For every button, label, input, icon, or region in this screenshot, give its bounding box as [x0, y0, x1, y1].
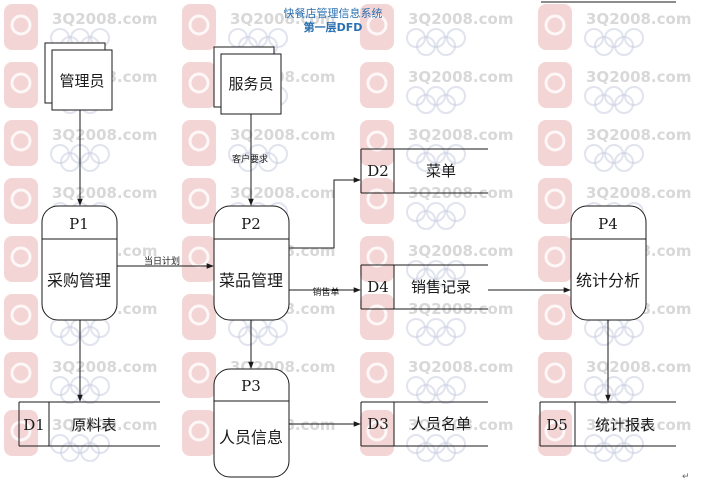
watermark-tile: 3Q2008.com	[538, 62, 691, 114]
watermark-text: 3Q2008.com	[408, 416, 513, 434]
process-p4-label: 统计分析	[576, 271, 640, 290]
watermark-tile: 3Q2008.com	[360, 62, 513, 114]
watermark-tile: 3Q2008.com	[4, 410, 157, 462]
store-d5-label: 统计报表	[595, 416, 655, 434]
watermark-tile: 3Q2008.com	[538, 352, 691, 404]
watermark-text: 3Q2008.com	[586, 126, 691, 144]
store-d1-number: D1	[23, 416, 45, 434]
watermark-text: 3Q2008.com	[408, 242, 513, 260]
watermark-tile: 3Q2008.com	[4, 120, 157, 172]
watermark-tile: 3Q2008.com	[360, 352, 513, 404]
watermark-text: 3Q2008.com	[586, 184, 691, 202]
store-d4-label: 销售记录	[411, 278, 471, 296]
watermark-text: 3Q2008.com	[52, 10, 157, 28]
store-d5: D5 统计报表	[539, 401, 676, 447]
process-p1-number: P1	[69, 215, 89, 233]
store-d2-label: 菜单	[426, 162, 456, 180]
watermark-text: 3Q2008.com	[408, 10, 513, 28]
flow-p2-to-d2	[289, 177, 361, 249]
process-p3-label: 人员信息	[219, 428, 283, 447]
watermark-text: 3Q2008.com	[586, 68, 691, 86]
entity-waiter: 服务员	[213, 46, 282, 115]
watermark-text: 3Q2008.com	[408, 126, 513, 144]
watermark-text: 3Q2008.com	[586, 10, 691, 28]
watermark-text: 3Q2008.com	[408, 358, 513, 376]
process-p2-label: 菜品管理	[219, 271, 283, 290]
store-d3: D3 人员名单	[360, 401, 488, 447]
watermark-text: 3Q2008.com	[52, 184, 157, 202]
store-d4-number: D4	[367, 278, 389, 296]
store-d1-label: 原料表	[71, 416, 116, 434]
watermark-tile: 3Q2008.com	[182, 4, 335, 56]
flow-label-daily-plan: 当日计划	[144, 255, 180, 267]
watermark-text: 3Q2008.com	[586, 416, 691, 434]
watermark-tile: 3Q2008.com	[360, 4, 513, 56]
watermark-tile: 3Q2008.com	[182, 120, 335, 172]
store-d1: D1 原料表	[18, 401, 160, 447]
watermark-text: 3Q2008.com	[230, 184, 335, 202]
watermark-tile: 3Q2008.com	[538, 410, 691, 462]
flow-label-customer-request: 客户要求	[232, 153, 268, 165]
watermark-text: 3Q2008.com	[408, 68, 513, 86]
watermark-text: 3Q2008.com	[230, 10, 335, 28]
watermark-text: 3Q2008.com	[52, 126, 157, 144]
store-d5-number: D5	[546, 416, 568, 434]
watermark-text: 3Q2008.com	[230, 126, 335, 144]
store-d3-number: D3	[367, 415, 389, 433]
watermark-tile: 3Q2008.com	[538, 120, 691, 172]
watermark-tile: 3Q2008.com	[4, 352, 157, 404]
process-p4-number: P4	[598, 215, 618, 233]
flow-label-sales-slip: 销售单	[312, 286, 339, 298]
process-p3-number: P3	[241, 377, 261, 395]
watermark-tile: 3Q2008.com	[360, 410, 513, 462]
entity-admin: 管理员	[44, 42, 113, 111]
entity-admin-label: 管理员	[59, 72, 104, 90]
watermark-text: 3Q2008.com	[52, 358, 157, 376]
entity-waiter-label: 服务员	[228, 75, 273, 93]
watermark-tile: 3Q2008.com	[360, 120, 513, 172]
process-p3: P3 人员信息	[213, 368, 290, 478]
watermark-text: 3Q2008.com	[586, 358, 691, 376]
process-p1: P1 采购管理	[41, 205, 118, 321]
watermark-text: 3Q2008.com	[52, 416, 157, 434]
process-p4: P4 统计分析	[570, 205, 647, 321]
process-p2-number: P2	[241, 215, 261, 233]
watermark-tile: 3Q2008.com	[538, 4, 691, 56]
store-d2: D2 菜单	[360, 148, 488, 194]
diagram-subtitle: 第一层DFD	[304, 20, 363, 34]
watermark-tile: 3Q2008.com	[182, 178, 335, 230]
diagram-title: 快餐店管理信息系统	[284, 6, 383, 20]
store-d3-label: 人员名单	[411, 415, 471, 433]
watermark-tile: 3Q2008.com	[360, 294, 513, 346]
store-d2-number: D2	[367, 162, 389, 180]
process-p2: P2 菜品管理	[213, 205, 290, 321]
watermark-tile: 3Q2008.com	[360, 236, 513, 288]
store-d4: D4 销售记录	[360, 264, 488, 310]
process-p1-label: 采购管理	[47, 271, 111, 290]
return-mark: ↵	[682, 472, 690, 481]
